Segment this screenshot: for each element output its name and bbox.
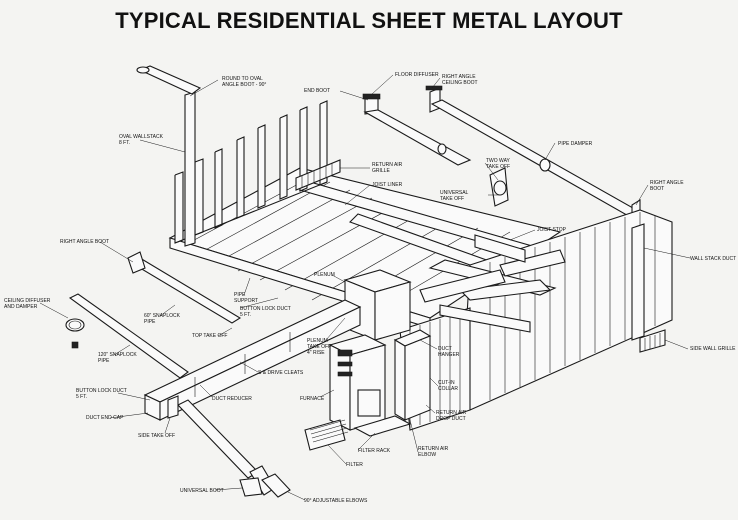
label-right-angle-boot-right: RIGHT ANGLE BOOT [650, 180, 684, 192]
label-button-lock-duct-left: BUTTON LOCK DUCT 5 FT. [76, 388, 127, 400]
label-joist-stop: JOIST STOP [537, 227, 566, 233]
label-pipe-support: PIPE SUPPORT [234, 292, 259, 304]
label-end-boot: END BOOT [304, 88, 331, 94]
label-adjustable-elbows: 90° ADJUSTABLE ELBOWS [304, 498, 368, 504]
basement-wall-right [461, 209, 673, 411]
label-universal-take-off: UNIVERSAL TAKE OFF [440, 190, 469, 202]
label-furnace: FURNACE [300, 396, 325, 402]
return-air-grille-graphic [295, 159, 341, 191]
overhead-joists [419, 234, 566, 333]
wall-studs [174, 100, 328, 244]
label-duct-end-cap: DUCT END CAP [86, 415, 124, 421]
label-oval-wallstack: OVAL WALLSTACK 8 FT. [119, 134, 163, 146]
label-return-air-drop-duct: RETURN AIR DROP DUCT [436, 410, 467, 422]
label-right-angle-ceiling-boot: RIGHT ANGLE CEILING BOOT [442, 74, 478, 86]
label-round-to-oval-boot: ROUND TO OVAL ANGLE BOOT - 90° [222, 76, 267, 88]
label-duct-hanger: DUCT HANGER [438, 346, 460, 358]
label-right-angle-boot-left: RIGHT ANGLE BOOT [60, 239, 110, 245]
label-side-take-off: SIDE TAKE OFF [138, 433, 176, 439]
label-top-take-off: TOP TAKE OFF [192, 333, 228, 339]
oval-wallstack-graphic [136, 65, 202, 247]
label-wall-stack-duct: WALL STACK DUCT [690, 256, 737, 262]
label-universal-boot: UNIVERSAL BOOT [180, 488, 224, 494]
label-pipe-damper: PIPE DAMPER [558, 141, 593, 147]
label-plenum-take-off: PLENUM TAKE OFF 4" RISE [307, 338, 332, 356]
label-return-air-grille: RETURN AIR GRILLE [372, 162, 403, 174]
label-two-way-take-off: TWO WAY TAKE OFF [486, 158, 511, 170]
label-return-air-elbow: RETURN AIR ELBOW [418, 446, 449, 458]
label-button-lock-duct-top: BUTTON LOCK DUCT 5 FT. [240, 306, 291, 318]
supply-trunk [65, 251, 362, 498]
label-s-drive-cleats: S & DRIVE CLEATS [258, 370, 304, 376]
label-floor-diffuser: FLOOR DIFFUSER [395, 72, 439, 78]
page-title: TYPICAL RESIDENTIAL SHEET METAL LAYOUT [115, 8, 623, 33]
label-filter: FILTER [346, 462, 363, 468]
label-ceiling-diffuser: CEILING DIFFUSER AND DAMPER [4, 298, 51, 310]
label-cut-in-collar: CUT-IN COLLAR [438, 380, 459, 392]
leader-lines [39, 74, 691, 501]
label-joist-liner: JOIST LINER [372, 182, 403, 188]
label-filter-rack: FILTER RACK [358, 448, 391, 454]
label-duct-reducer: DUCT REDUCER [212, 396, 252, 402]
label-plenum: PLENUM [314, 272, 335, 278]
label-120-snaplock-pipe: 120" SNAPLOCK PIPE [98, 352, 137, 364]
label-60-snaplock-pipe: 60" SNAPLOCK PIPE [144, 313, 180, 325]
label-side-wall-grille: SIDE WALL GRILLE [690, 346, 736, 352]
upper-right-duct-run [362, 85, 642, 234]
